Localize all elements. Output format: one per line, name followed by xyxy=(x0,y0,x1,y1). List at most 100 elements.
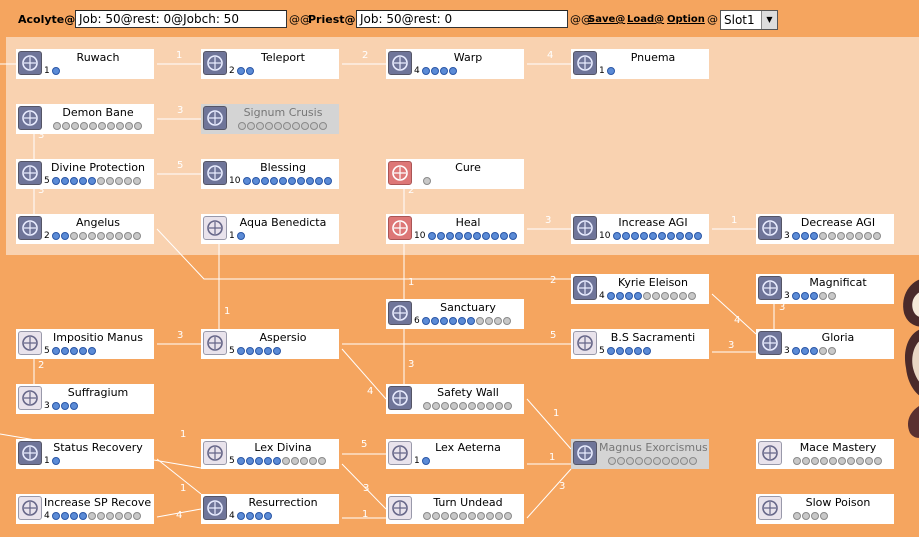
level-pip[interactable] xyxy=(625,347,633,355)
level-pip[interactable] xyxy=(97,512,105,520)
level-pip[interactable] xyxy=(79,177,87,185)
skill-level-pips[interactable] xyxy=(423,402,513,412)
level-pip[interactable] xyxy=(423,402,431,410)
level-pip[interactable] xyxy=(662,457,670,465)
level-pip[interactable] xyxy=(437,232,445,240)
level-pip[interactable] xyxy=(431,317,439,325)
level-pip[interactable] xyxy=(476,317,484,325)
level-pip[interactable] xyxy=(255,347,263,355)
level-pip[interactable] xyxy=(671,457,679,465)
level-pip[interactable] xyxy=(649,232,657,240)
level-pip[interactable] xyxy=(440,67,448,75)
level-pip[interactable] xyxy=(52,67,60,75)
level-pip[interactable] xyxy=(288,177,296,185)
level-pip[interactable] xyxy=(847,457,855,465)
skill-level-pips[interactable] xyxy=(792,347,837,357)
level-pip[interactable] xyxy=(846,232,854,240)
level-pip[interactable] xyxy=(237,67,245,75)
level-pip[interactable] xyxy=(634,292,642,300)
level-pip[interactable] xyxy=(810,232,818,240)
level-pip[interactable] xyxy=(61,402,69,410)
level-pip[interactable] xyxy=(820,512,828,520)
level-pip[interactable] xyxy=(449,317,457,325)
level-pip[interactable] xyxy=(792,292,800,300)
level-pip[interactable] xyxy=(679,292,687,300)
skill-magnus-exorcismus[interactable]: Magnus Exorcismus xyxy=(571,439,709,469)
level-pip[interactable] xyxy=(70,512,78,520)
level-pip[interactable] xyxy=(874,457,882,465)
level-pip[interactable] xyxy=(88,512,96,520)
level-pip[interactable] xyxy=(246,457,254,465)
level-pip[interactable] xyxy=(829,457,837,465)
level-pip[interactable] xyxy=(643,292,651,300)
level-pip[interactable] xyxy=(810,292,818,300)
level-pip[interactable] xyxy=(643,347,651,355)
level-pip[interactable] xyxy=(79,347,87,355)
level-pip[interactable] xyxy=(274,122,282,130)
level-pip[interactable] xyxy=(124,512,132,520)
skill-level-pips[interactable] xyxy=(52,177,142,187)
level-pip[interactable] xyxy=(607,67,615,75)
level-pip[interactable] xyxy=(79,232,87,240)
level-pip[interactable] xyxy=(291,457,299,465)
level-pip[interactable] xyxy=(52,457,60,465)
level-pip[interactable] xyxy=(819,232,827,240)
level-pip[interactable] xyxy=(837,232,845,240)
level-pip[interactable] xyxy=(616,292,624,300)
level-pip[interactable] xyxy=(631,232,639,240)
skill-level-pips[interactable] xyxy=(423,177,432,187)
level-pip[interactable] xyxy=(422,317,430,325)
level-pip[interactable] xyxy=(653,457,661,465)
level-pip[interactable] xyxy=(247,122,255,130)
priest-job-field[interactable]: Job: 50@rest: 0 xyxy=(356,10,568,28)
level-pip[interactable] xyxy=(495,512,503,520)
skill-level-pips[interactable] xyxy=(52,347,97,357)
skill-level-pips[interactable] xyxy=(238,122,328,132)
level-pip[interactable] xyxy=(301,122,309,130)
level-pip[interactable] xyxy=(70,402,78,410)
level-pip[interactable] xyxy=(616,347,624,355)
skill-level-pips[interactable] xyxy=(52,457,61,467)
skill-level-pips[interactable] xyxy=(237,232,246,242)
level-pip[interactable] xyxy=(315,177,323,185)
level-pip[interactable] xyxy=(273,347,281,355)
level-pip[interactable] xyxy=(88,347,96,355)
skill-level-pips[interactable] xyxy=(607,347,652,357)
level-pip[interactable] xyxy=(70,347,78,355)
option-link[interactable]: Option xyxy=(667,14,705,25)
level-pip[interactable] xyxy=(441,402,449,410)
slot-select[interactable]: Slot1 ▼ xyxy=(720,10,778,30)
level-pip[interactable] xyxy=(264,457,272,465)
level-pip[interactable] xyxy=(124,232,132,240)
level-pip[interactable] xyxy=(801,292,809,300)
level-pip[interactable] xyxy=(61,177,69,185)
level-pip[interactable] xyxy=(238,122,246,130)
level-pip[interactable] xyxy=(640,232,648,240)
level-pip[interactable] xyxy=(133,232,141,240)
level-pip[interactable] xyxy=(133,177,141,185)
skill-safety-wall[interactable]: Safety Wall xyxy=(386,384,524,414)
level-pip[interactable] xyxy=(793,457,801,465)
level-pip[interactable] xyxy=(685,232,693,240)
skill-level-pips[interactable] xyxy=(607,292,697,302)
level-pip[interactable] xyxy=(635,457,643,465)
level-pip[interactable] xyxy=(115,512,123,520)
level-pip[interactable] xyxy=(80,122,88,130)
level-pip[interactable] xyxy=(306,177,314,185)
level-pip[interactable] xyxy=(828,292,836,300)
level-pip[interactable] xyxy=(865,457,873,465)
level-pip[interactable] xyxy=(802,512,810,520)
level-pip[interactable] xyxy=(495,402,503,410)
level-pip[interactable] xyxy=(467,317,475,325)
level-pip[interactable] xyxy=(52,177,60,185)
level-pip[interactable] xyxy=(688,292,696,300)
level-pip[interactable] xyxy=(504,512,512,520)
